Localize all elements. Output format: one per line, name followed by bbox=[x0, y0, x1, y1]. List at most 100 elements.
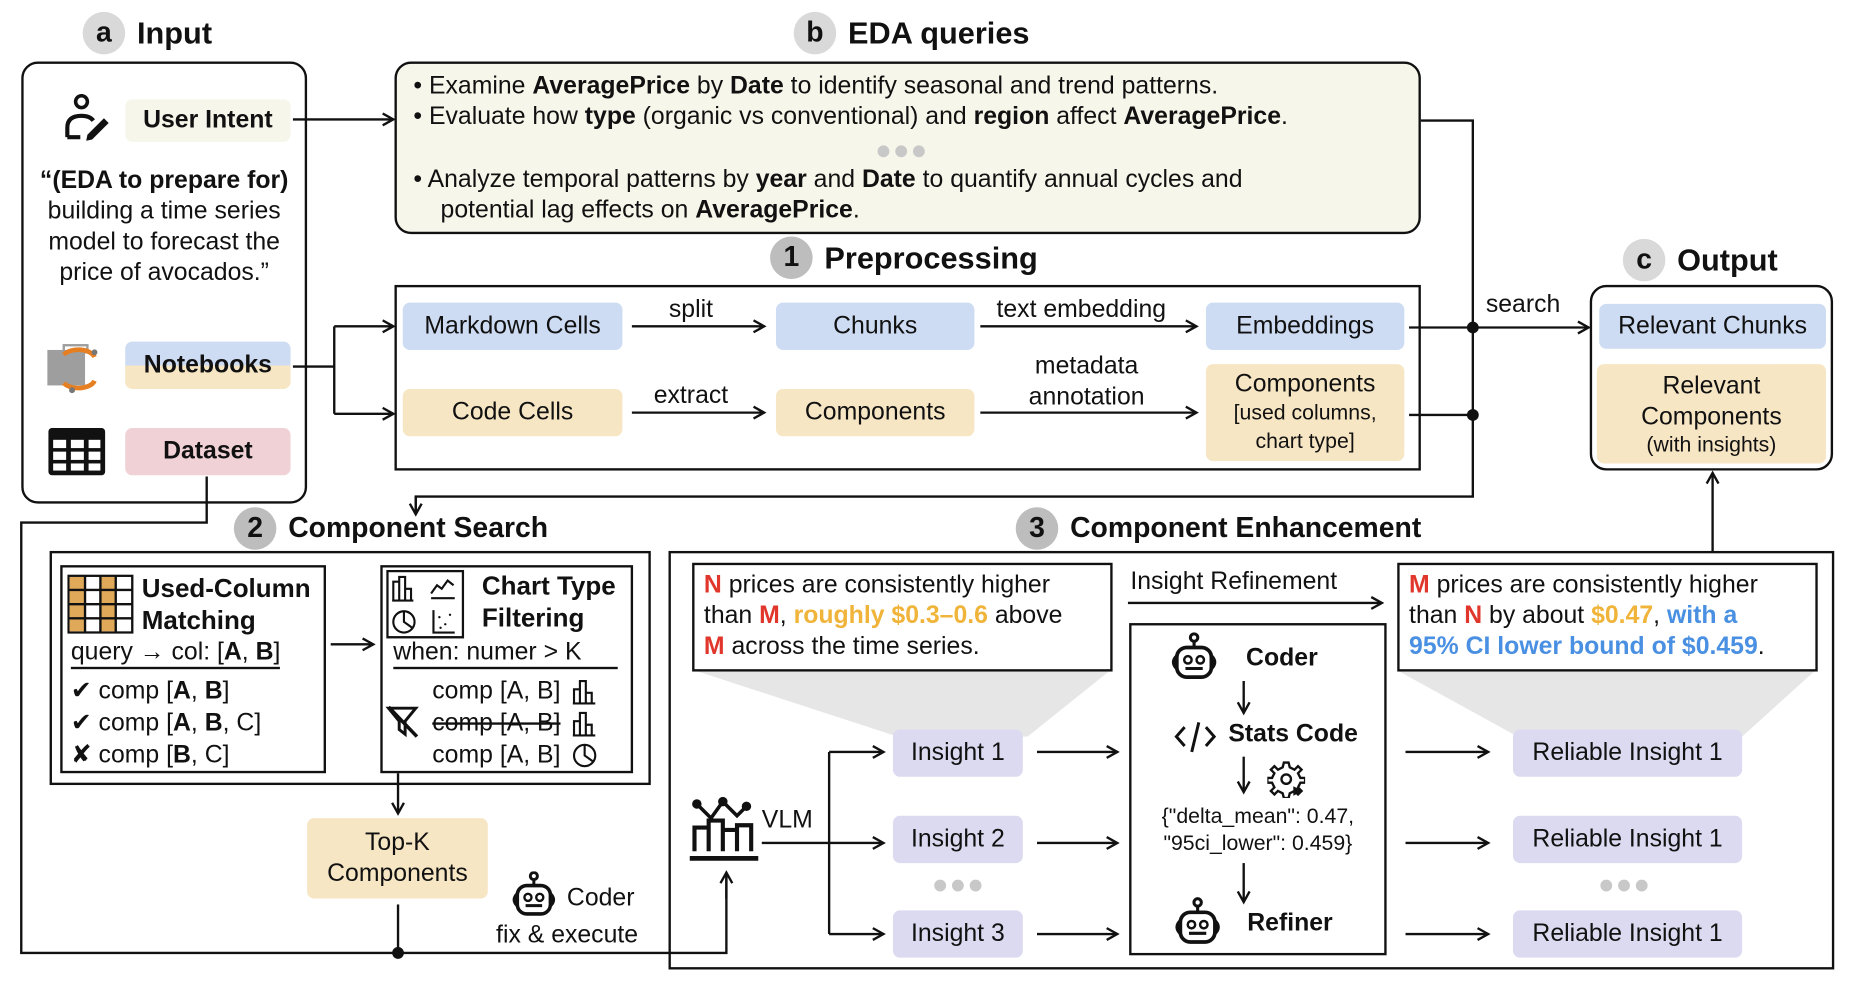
callout-line: M prices are consistently higher bbox=[1409, 570, 1806, 601]
text-segment: to quantify annual cycles and bbox=[915, 165, 1243, 193]
text-segment: prices are consistently higher bbox=[721, 571, 1050, 599]
text-segment: . bbox=[1757, 632, 1765, 660]
title-line: Chart Type bbox=[481, 571, 616, 601]
component-search-section-title: 2 Component Search bbox=[233, 507, 549, 550]
text-segment: Examine bbox=[428, 72, 533, 100]
insight-node: Insight 3 bbox=[892, 910, 1023, 958]
column-match-list: ✔ comp [A, B]✔ comp [A, B, C]✘ comp [B, … bbox=[71, 675, 261, 771]
vlm-label: VLM bbox=[761, 806, 813, 834]
user-intent-label: User Intent bbox=[125, 99, 291, 142]
column-name: AveragePrice bbox=[695, 196, 853, 224]
chart-type-filtering-box bbox=[380, 565, 634, 774]
relevant-chunks-node: Relevant Chunks bbox=[1599, 303, 1826, 349]
bullet: • bbox=[413, 72, 429, 100]
section-badge: 3 bbox=[1015, 507, 1059, 550]
node-line: Components bbox=[327, 859, 468, 887]
text-segment: . bbox=[852, 196, 860, 224]
annotated-components-node: Components [used columns, chart type] bbox=[1205, 364, 1405, 462]
query-column-mapping: query → col: [A, B] bbox=[70, 638, 281, 670]
text-segment: $0.47 bbox=[1591, 601, 1654, 629]
text-segment: M bbox=[1409, 571, 1430, 599]
insight-refinement-label: Insight Refinement bbox=[1130, 567, 1338, 595]
node-line: Relevant bbox=[1662, 372, 1761, 400]
stats-result-line: {"delta_mean": 0.47, bbox=[1161, 803, 1355, 828]
refinement-loop-box bbox=[1129, 623, 1387, 956]
fix-execute-label: fix & execute bbox=[496, 921, 639, 949]
component-text: comp [A, B] bbox=[432, 677, 561, 705]
text-segment: comp [ bbox=[98, 741, 173, 769]
eda-query-item: • Evaluate how type (organic vs conventi… bbox=[413, 102, 1288, 133]
quote-line: model to forecast the bbox=[48, 228, 280, 256]
search-edge-label: search bbox=[1485, 290, 1561, 319]
code-cells-node: Code Cells bbox=[402, 388, 623, 437]
reliable-insight-node: Reliable Insight 1 bbox=[1512, 910, 1743, 958]
callout-line: than M, roughly $0.3–0.6 above bbox=[704, 601, 1101, 632]
section-badge: b bbox=[793, 11, 837, 55]
preprocessing-panel bbox=[394, 284, 1421, 471]
ellipsis-dots bbox=[877, 145, 925, 158]
filtered-row: comp [A, B] bbox=[432, 707, 598, 739]
column-name: A bbox=[172, 677, 191, 705]
user-edit-icon bbox=[65, 93, 109, 141]
jupyter-notebook-icon bbox=[47, 344, 98, 394]
node-line: Top-K bbox=[365, 828, 430, 856]
output-section-title: c Output bbox=[1622, 238, 1778, 282]
text-segment: , C] bbox=[222, 709, 262, 737]
gear-run-icon bbox=[1267, 761, 1306, 799]
section-title: Output bbox=[1677, 241, 1778, 278]
eda-section-title: b EDA queries bbox=[793, 11, 1029, 55]
bar-chart-icon bbox=[572, 679, 595, 704]
dataset-label: Dataset bbox=[125, 427, 291, 476]
used-column-matching-title: Used-Column Matching bbox=[142, 572, 311, 636]
filter-off-icon bbox=[385, 705, 419, 738]
column-name: B bbox=[204, 709, 223, 737]
stats-code-label: Stats Code bbox=[1228, 720, 1358, 748]
filtered-row: comp [A, B] bbox=[432, 739, 598, 771]
component-search-panel bbox=[49, 550, 651, 786]
section-badge: a bbox=[82, 11, 126, 55]
separator: , bbox=[241, 638, 256, 666]
component-text: comp [A, B] bbox=[432, 741, 561, 769]
match-row: ✘ comp [B, C] bbox=[71, 739, 261, 771]
insight-node: Insight 1 bbox=[892, 729, 1023, 777]
coder-label: Coder bbox=[1246, 644, 1318, 672]
relevant-components-node: Relevant Components (with insights) bbox=[1596, 364, 1826, 464]
bullet: • bbox=[413, 102, 429, 131]
column-name: B bbox=[172, 741, 191, 769]
bar-chart-icon bbox=[572, 711, 595, 736]
components-node: Components bbox=[775, 388, 975, 437]
text-segment: across the time series. bbox=[724, 632, 980, 660]
chunks-node: Chunks bbox=[775, 302, 975, 350]
user-intent-quote: “(EDA to prepare for) building a time se… bbox=[24, 166, 305, 289]
query-text: query bbox=[70, 638, 133, 666]
coder-label: Coder bbox=[566, 884, 635, 912]
stats-result-line: "95ci_lower": 0.459} bbox=[1163, 831, 1353, 855]
filter-condition: when: numer > K bbox=[393, 638, 618, 670]
text-segment: and bbox=[806, 165, 862, 193]
preprocessing-section-title: 1 Preprocessing bbox=[770, 236, 1038, 280]
used-column-matching-box bbox=[60, 565, 326, 774]
text-segment: comp [ bbox=[98, 709, 173, 737]
mapping-text: → col: [ bbox=[132, 638, 224, 666]
match-row: ✔ comp [A, B] bbox=[71, 675, 261, 707]
text-segment: Evaluate how bbox=[428, 102, 585, 131]
text-segment: comp [ bbox=[98, 677, 173, 705]
chart-types-icon bbox=[386, 569, 465, 639]
text-segment: M bbox=[759, 601, 780, 629]
column-name: Date bbox=[730, 72, 784, 100]
text-segment: ] bbox=[222, 677, 230, 705]
match-row: ✔ comp [A, B, C] bbox=[71, 707, 261, 739]
quote-line: building a time series bbox=[47, 197, 281, 225]
robot-icon bbox=[512, 871, 556, 916]
extract-edge-label: extract bbox=[653, 381, 729, 410]
column-b: B bbox=[255, 638, 274, 666]
text-segment: , C] bbox=[190, 741, 230, 769]
edge-label-line: annotation bbox=[1028, 383, 1145, 411]
callout-line: M across the time series. bbox=[704, 631, 1101, 662]
text-segment: , bbox=[190, 709, 205, 737]
insight-node: Insight 2 bbox=[892, 815, 1023, 864]
chart-type-filtering-title: Chart Type Filtering bbox=[482, 570, 616, 634]
section-title: Component Search bbox=[288, 511, 549, 544]
node-line: Components bbox=[1234, 370, 1376, 398]
